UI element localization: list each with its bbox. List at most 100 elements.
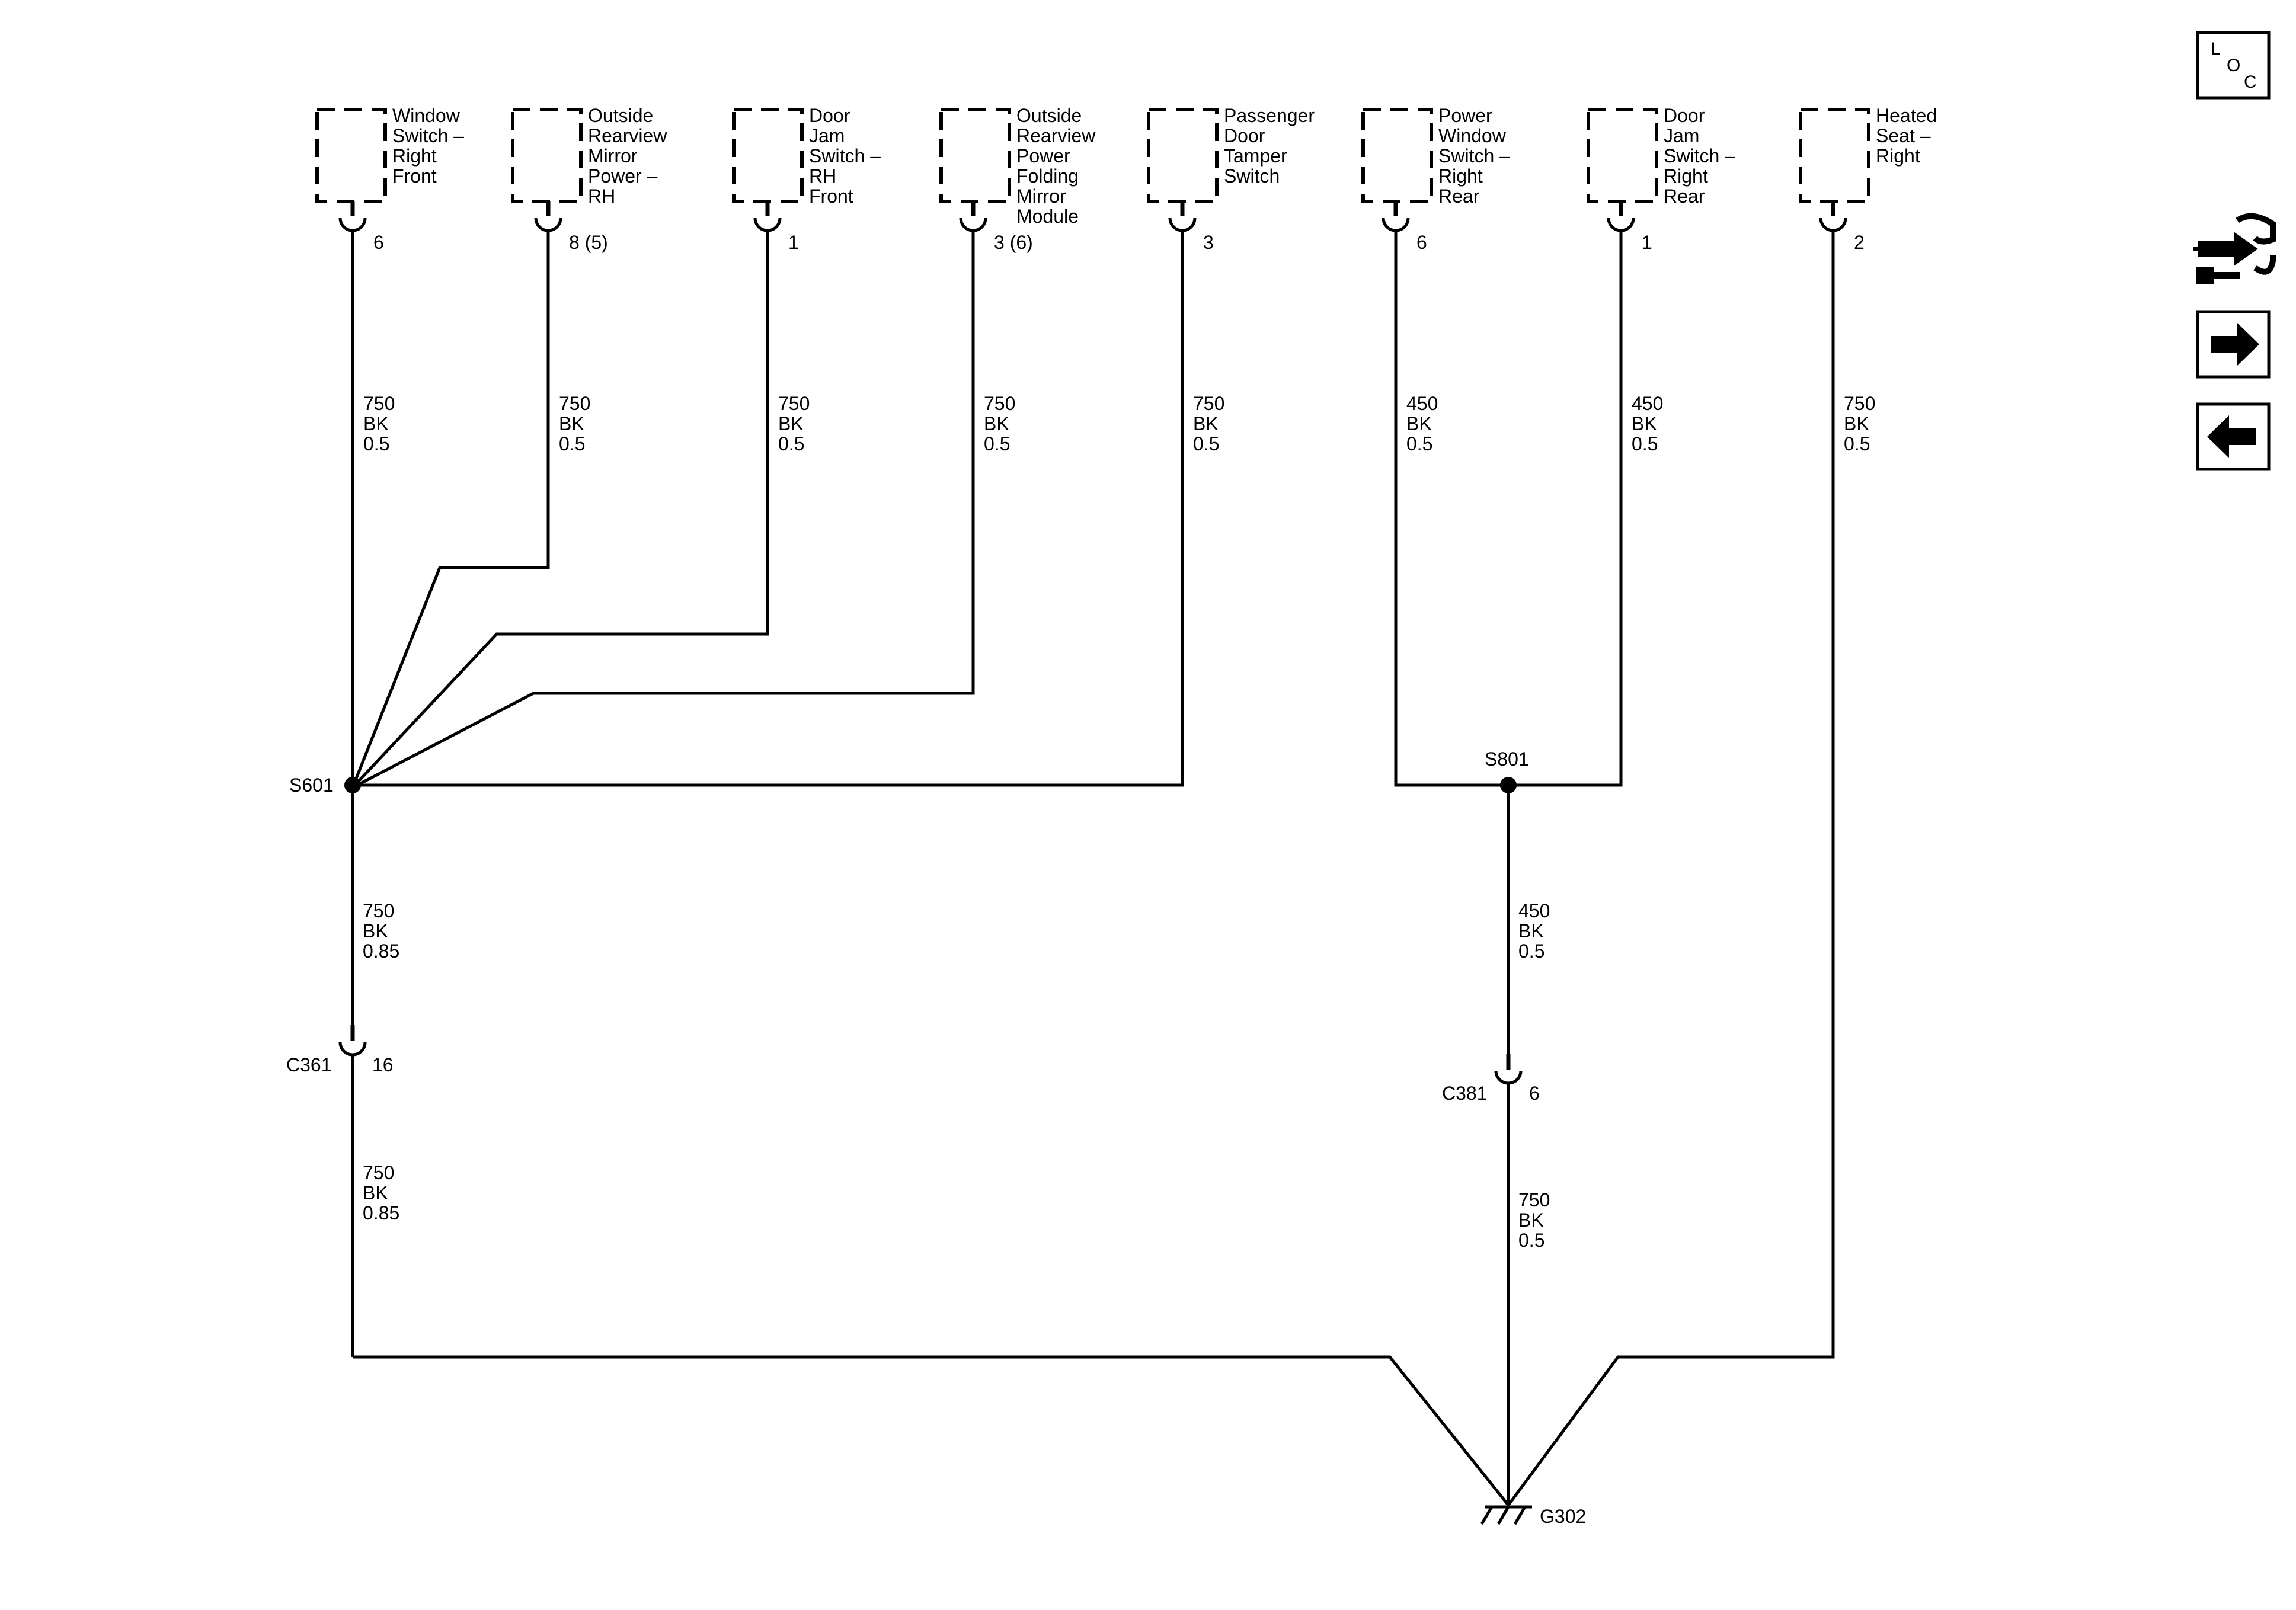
s801-out-wire-color-code: 450 [1518,900,1550,921]
ground-icon [1480,1505,1532,1525]
component-name-line: Jam [809,125,845,146]
component-c4: OutsideRearviewPowerFoldingMirrorModule3… [939,105,1096,454]
connector-icon [1607,217,1635,232]
ground-label: G302 [1540,1506,1586,1527]
connector-icon [753,217,782,232]
forward-arrow-icon [2211,323,2259,366]
pin-number: 3 [1203,232,1214,253]
pin-number: 6 [373,232,384,253]
component-name-line: Switch – [1664,145,1735,167]
loc-button[interactable]: L O C [2196,31,2271,100]
splice-labels: S601 S801 750 BK 0.85 450 BK 0.5 [289,748,1550,962]
component-name-line: Front [392,165,437,187]
component-name-line: Passenger [1224,105,1315,126]
wire-color: BK [984,413,1009,434]
component-name-line: Outside [588,105,653,126]
wire-color: BK [778,413,804,434]
component-name-line: Rearview [588,125,667,146]
component-name-line: Front [809,185,853,207]
loc-letter-o: O [2227,56,2240,75]
component-name-line: Rear [1664,185,1705,207]
component-name-line: Door [809,105,850,126]
wire-circuit-number: 750 [984,393,1015,414]
c381-out-wire-color: BK [1518,1209,1544,1231]
inline-connector-labels: C361 16 750 BK 0.85 C381 6 750 BK 0.5 G3… [286,1054,1586,1527]
back-arrow-icon [2207,415,2256,458]
component-name-line: Power [1438,105,1492,126]
component-name-line: Mirror [1016,185,1066,207]
s601-splice-dot [344,777,361,793]
s801-splice-dot [1500,777,1517,793]
connector-icon [534,217,562,232]
component-name-line: Right [1664,165,1708,187]
component-name-line: Rearview [1016,125,1096,146]
connector-icon [1819,217,1847,232]
component-view-button[interactable] [2193,213,2276,284]
component-name-line: Right [1876,145,1920,167]
component-box [1799,108,1870,203]
pin-number: 8 (5) [569,232,608,253]
component-box [1361,108,1433,203]
wire-c7 [1508,232,1623,787]
s601-label: S601 [289,774,334,796]
component-name-line: RH [588,185,615,207]
c381-connector-icon [1494,1070,1523,1085]
pin-number: 2 [1854,232,1865,253]
c361-connector-icon [338,1042,367,1057]
component-name-line: Seat – [1876,125,1931,146]
component-name-line: Rear [1438,185,1480,207]
loc-letter-c: C [2244,72,2257,92]
s601-out-wire-color: BK [363,920,388,942]
component-name-line: Switch – [392,125,464,146]
component-box [1147,108,1219,203]
component-view-icon [2193,213,2276,284]
c381-pin: 6 [1529,1083,1540,1104]
wire-c5 [353,232,1184,787]
component-box [1587,108,1658,203]
forward-button[interactable] [2196,310,2271,379]
component-name-line: Outside [1016,105,1082,126]
c361-out-wire-color-code: 750 [363,1162,394,1183]
c381-out-wire-gauge: 0.5 [1518,1230,1544,1251]
wire-gauge: 0.5 [1632,433,1658,454]
c361-pin: 16 [372,1054,394,1076]
wire-c6 [1394,232,1508,787]
wire-c4 [351,232,975,789]
component-name-line: Switch – [809,145,881,167]
s601-out-wire-gauge: 0.85 [363,940,399,962]
component-box [315,108,387,203]
component-name-line: Door [1224,125,1265,146]
s601-out-wire-color-code: 750 [363,900,394,921]
wire-color: BK [1193,413,1219,434]
back-button[interactable] [2196,402,2271,471]
connector-icon [1382,217,1410,232]
component-name-line: Power [1016,145,1070,167]
wire-circuit-number: 450 [1406,393,1438,414]
wire-gauge: 0.5 [559,433,585,454]
component-name-line: Heated [1876,105,1937,126]
pin-number: 1 [788,232,799,253]
pin-number: 3 (6) [994,232,1033,253]
c381-out-wire-color-code: 750 [1518,1189,1550,1211]
loc-icon: L O C [2211,39,2257,92]
wire-gauge: 0.5 [984,433,1010,454]
component-name-line: Tamper [1224,145,1287,167]
wire-c361-ground-run [353,1355,1510,1506]
wiring [338,232,1835,1525]
component-name-line: Folding [1016,165,1079,187]
component-box [732,108,804,203]
connector-icon [959,217,987,232]
wire-color: BK [1844,413,1869,434]
wire-circuit-number: 750 [1193,393,1224,414]
loc-letter-l: L [2211,39,2221,59]
connector-icon [1168,217,1197,232]
wire-c3 [351,232,769,789]
wire-circuit-number: 450 [1632,393,1663,414]
